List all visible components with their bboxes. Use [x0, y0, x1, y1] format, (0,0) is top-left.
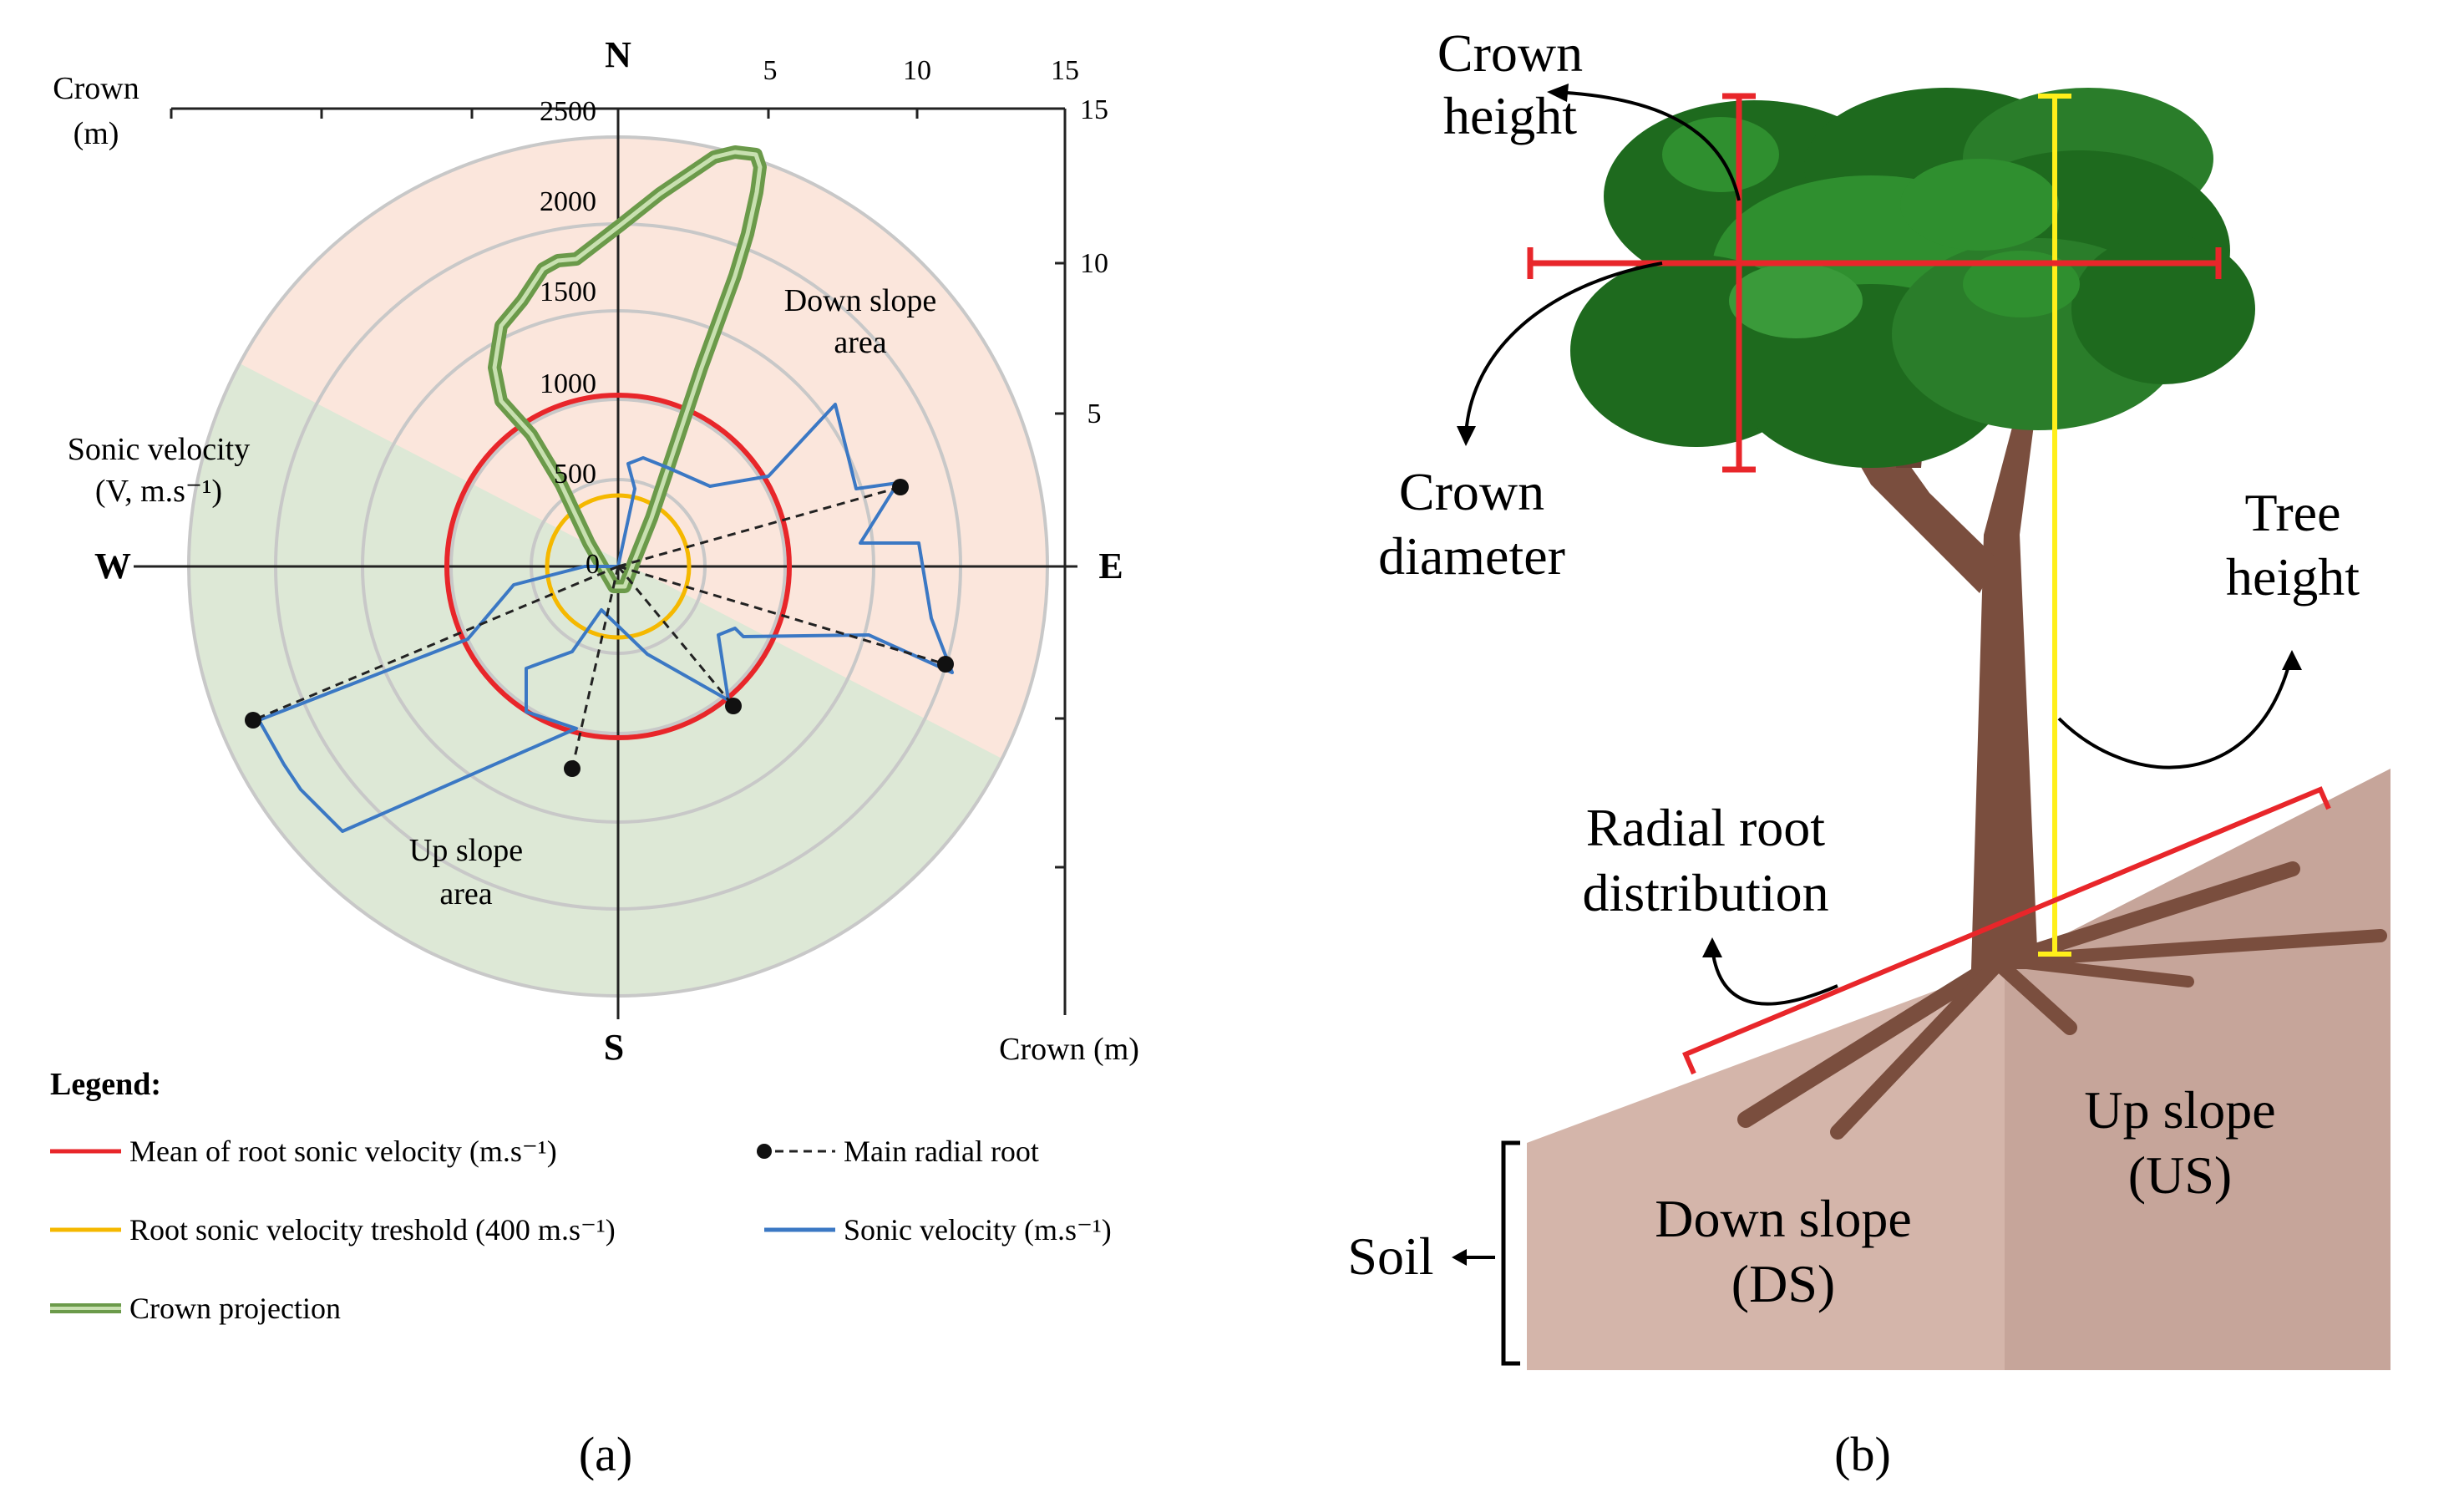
radial-tick-1500: 1500: [540, 277, 596, 307]
root-distribution-bracket: [1682, 786, 2331, 1075]
crown-measure-bars: [1527, 93, 2222, 473]
panel-a: N S W E Crown (m) Crown (m) 5 10 15 15 1…: [50, 34, 1139, 1481]
velocity-label-2: (V, m.s⁻¹): [95, 474, 222, 509]
tree-height-label-1: Tree: [2245, 483, 2341, 542]
crown-axis-label-top-1: Crown: [53, 71, 139, 106]
root-distribution-arrow: [1711, 947, 1838, 1006]
legend-label-velocity: Sonic velocity (m.s⁻¹): [844, 1213, 1112, 1247]
crown-projection-inner: [492, 150, 763, 589]
soil-down-slope: [1527, 965, 2005, 1370]
main-radial-roots: [252, 485, 946, 769]
top-crown-axis: [170, 107, 1067, 119]
legend: Legend: Mean of root sonic velocity (m.s…: [50, 1067, 1112, 1325]
down-slope-label-1: Down slope: [784, 283, 937, 318]
root-tips: [245, 479, 954, 777]
caption-a: (a): [579, 1427, 632, 1481]
right-tick-10: 10: [1080, 248, 1108, 279]
radial-root-label-1: Radial root: [1586, 798, 1825, 857]
compass-east: E: [1098, 546, 1123, 586]
up-slope-area: [189, 326, 1047, 996]
up-slope-label-1: Up slope: [2084, 1080, 2275, 1140]
crown-height-label-1: Crown: [1437, 23, 1583, 83]
compass-north: N: [605, 34, 631, 75]
crown-axis-label-top-2: (m): [74, 116, 119, 151]
radial-tick-500: 500: [554, 459, 596, 490]
up-slope-label-2: area: [439, 876, 492, 911]
trunk: [1971, 393, 2038, 969]
up-slope-label-2: (US): [2128, 1145, 2232, 1205]
annotation-arrows: [1462, 90, 2292, 1259]
legend-swatch-root-dot: [757, 1144, 772, 1159]
soil-label: Soil: [1347, 1226, 1433, 1286]
top-tick-15: 15: [1051, 55, 1079, 86]
legend-label-threshold: Root sonic velocity treshold (400 m.s⁻¹): [129, 1213, 616, 1247]
top-tick-5: 5: [763, 55, 778, 86]
legend-label-crown: Crown projection: [129, 1292, 341, 1325]
crown-height-label-2: height: [1443, 86, 1577, 145]
soil-bracket: [1501, 1140, 1520, 1366]
right-crown-axis: [1055, 109, 1067, 1015]
threshold-circle: [545, 493, 692, 640]
crown-diameter-arrow: [1464, 261, 1663, 437]
up-slope-label-1: Up slope: [409, 833, 523, 868]
down-slope-label-2: (DS): [1731, 1254, 1835, 1313]
canopy: [1570, 88, 2255, 468]
top-tick-10: 10: [903, 55, 931, 86]
radial-tick-0: 0: [586, 549, 600, 580]
right-tick-5: 5: [1088, 399, 1102, 429]
compass-south: S: [604, 1027, 624, 1068]
radial-tick-1000: 1000: [540, 368, 596, 399]
sonic-velocity-line: [257, 403, 954, 833]
radial-root-label-2: distribution: [1582, 863, 1828, 922]
legend-label-root: Main radial root: [844, 1135, 1039, 1168]
branch-left: [1838, 426, 1998, 593]
tree-height-label-2: height: [2226, 547, 2360, 607]
soil-up-slope: [2005, 769, 2390, 1370]
radial-tick-2500: 2500: [540, 96, 596, 127]
crown-height-arrow: [1553, 90, 1741, 201]
compass-west: W: [94, 546, 131, 586]
tree-height-arrow: [2057, 659, 2292, 769]
legend-title: Legend:: [50, 1067, 161, 1102]
mean-root-velocity-circle: [444, 393, 792, 740]
crown-diameter-label-2: diameter: [1378, 526, 1565, 586]
velocity-label-1: Sonic velocity: [68, 432, 250, 467]
tree-height-bar: [2038, 94, 2071, 957]
crown-axis-label-bottom: Crown (m): [999, 1032, 1139, 1067]
down-slope-label-2: area: [834, 325, 886, 360]
panel-b: Crown height Crown diameter Tree height …: [1347, 23, 2390, 1481]
arrowheads: [1452, 84, 2302, 1266]
right-tick-15: 15: [1080, 94, 1108, 125]
crown-diameter-label-1: Crown: [1399, 462, 1544, 521]
down-slope-label-1: Down slope: [1655, 1189, 1912, 1248]
legend-label-mean: Mean of root sonic velocity (m.s⁻¹): [129, 1135, 557, 1168]
radial-tick-2000: 2000: [540, 186, 596, 217]
caption-b: (b): [1834, 1427, 1891, 1481]
